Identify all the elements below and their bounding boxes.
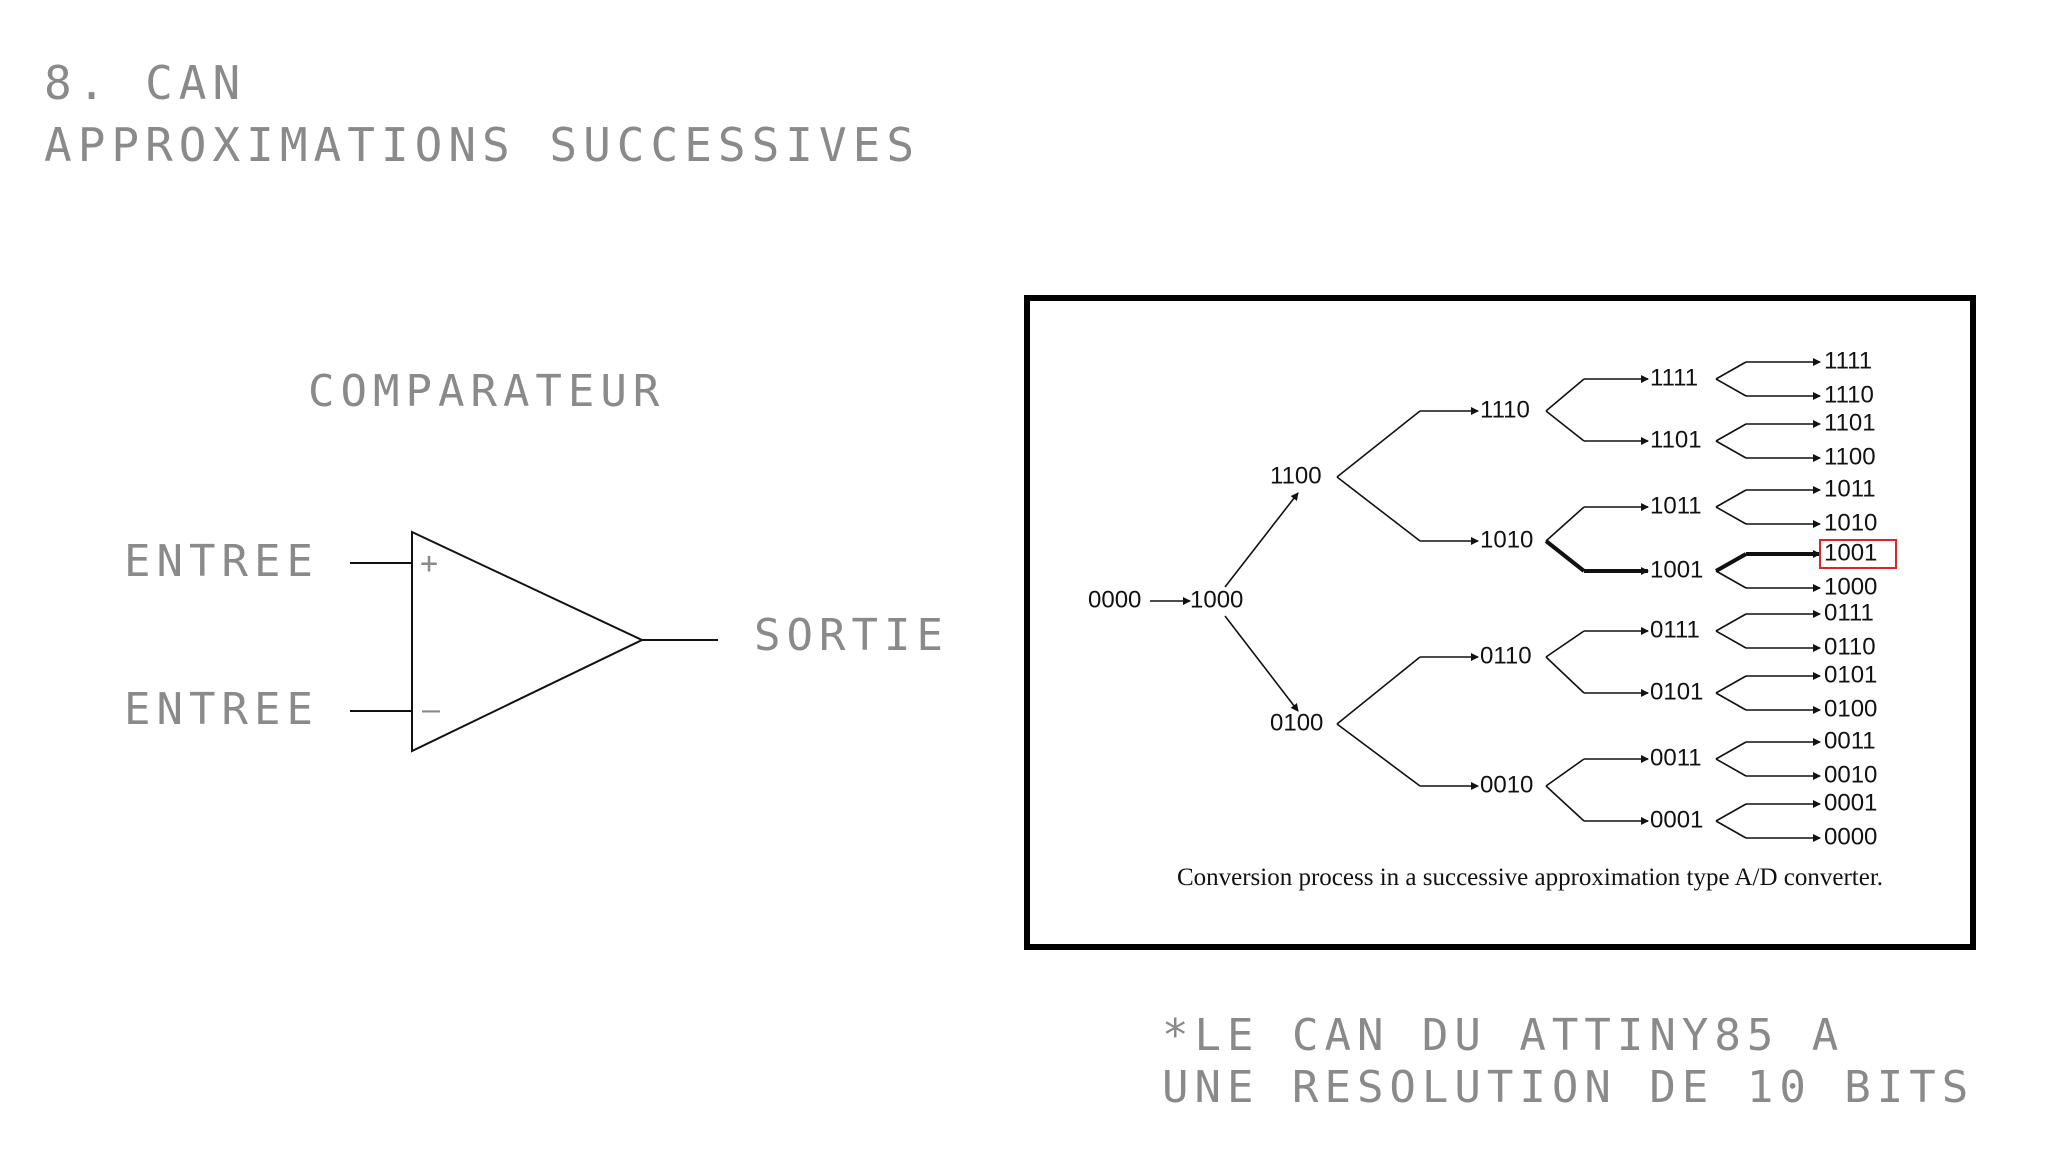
edge-l3-to-l4	[1545, 656, 1585, 694]
input-minus-label: ENTREE	[124, 684, 319, 735]
node-l4: 1011	[1650, 492, 1702, 519]
edge-l4-to-l5	[1715, 803, 1747, 822]
edge-l3-to-l4	[1545, 785, 1585, 822]
edge-l4-to-l5	[1715, 613, 1747, 632]
edge-l4-to-l5	[1715, 820, 1747, 839]
node-l2: 1100	[1270, 462, 1322, 489]
edge-l4-to-l5	[1715, 361, 1747, 380]
comparator-opamp-symbol: + –	[350, 530, 718, 753]
footnote-line1: *LE CAN DU ATTINY85 A	[1162, 1010, 1845, 1061]
edge-l4-to-l5	[1715, 440, 1747, 459]
opamp-triangle	[411, 530, 645, 753]
node-l3: 1110	[1480, 396, 1530, 423]
node-result: 1000	[1824, 573, 1877, 600]
plus-sign: +	[420, 546, 438, 581]
edge-l3-to-l4	[1545, 378, 1585, 412]
sar-conversion-figure: 0000 1000 1100 0100 1110 1010 0110 0010 1111 1101…	[1024, 295, 1976, 950]
edge-l4-to-l5	[1715, 552, 1747, 573]
node-result: 1101	[1824, 409, 1876, 436]
input-plus-label: ENTREE	[124, 536, 319, 587]
edge-l2-to-l3	[1336, 723, 1421, 787]
node-result: 0110	[1824, 633, 1876, 660]
sar-tree-diagram: 0000 1000 1100 0100 1110 1010 0110 0010 1111 1101…	[1088, 347, 1897, 850]
output-label: SORTIE	[754, 610, 949, 661]
comparator-label: COMPARATEUR	[308, 366, 666, 417]
node-l4: 1001	[1650, 556, 1703, 583]
slide-title: 8. CAN APPROXIMATIONS SUCCESSIVES	[44, 52, 920, 176]
node-result: 0001	[1824, 789, 1877, 816]
edge-l3-to-l4	[1545, 758, 1585, 787]
node-l1: 1000	[1190, 586, 1243, 613]
node-result: 1010	[1824, 509, 1877, 536]
minus-sign: –	[422, 693, 441, 728]
node-result: 0000	[1824, 823, 1877, 850]
node-result: 1100	[1824, 443, 1876, 470]
edge-l4-to-l5	[1715, 489, 1747, 508]
edge-l3-to-l4	[1545, 410, 1585, 442]
footnote-line2: UNE RESOLUTION DE 10 BITS	[1162, 1062, 1975, 1113]
highlighted-result-box	[1819, 539, 1897, 569]
edge-l4-to-l5	[1715, 692, 1747, 711]
edge-l4-to-l5	[1715, 675, 1747, 694]
node-start: 0000	[1088, 586, 1141, 613]
edge-l4-to-l5	[1715, 506, 1747, 525]
edge-l2-to-l3	[1336, 656, 1421, 725]
node-l3: 0110	[1480, 642, 1532, 669]
node-l3: 0010	[1480, 771, 1533, 798]
node-result: 1001	[1824, 539, 1877, 566]
node-result: 1011	[1824, 475, 1876, 502]
edge-l4-to-l5	[1715, 570, 1747, 589]
figure-caption: Conversion process in a successive appro…	[1176, 864, 1884, 891]
node-l4: 0101	[1650, 678, 1703, 705]
node-result: 0101	[1824, 661, 1877, 688]
node-l4: 0001	[1650, 806, 1703, 833]
edge-l1-to-l2	[1224, 615, 1299, 712]
edge-l3-to-l4	[1544, 539, 1586, 573]
slide-title-line1: 8. CAN	[44, 56, 247, 110]
node-result: 1111	[1824, 347, 1872, 374]
edge-l3-to-l4	[1545, 506, 1585, 542]
edge-l4-to-l5	[1715, 630, 1747, 649]
edge-l1-to-l2	[1224, 492, 1299, 588]
node-result: 1110	[1824, 381, 1874, 408]
slide-title-line2: APPROXIMATIONS SUCCESSIVES	[44, 118, 921, 172]
node-result: 0111	[1824, 599, 1874, 626]
node-result: 0010	[1824, 761, 1877, 788]
node-l3: 1010	[1480, 526, 1533, 553]
edge-l4-to-l5	[1715, 741, 1747, 760]
edge-l4-to-l5	[1715, 378, 1747, 397]
node-l4: 0011	[1650, 744, 1702, 771]
edge-l4-to-l5	[1715, 423, 1747, 442]
node-l4: 1101	[1650, 426, 1702, 453]
edge-l2-to-l3	[1336, 410, 1421, 478]
node-result: 0100	[1824, 695, 1877, 722]
edge-l2-to-l3	[1336, 476, 1421, 542]
node-result: 0011	[1824, 727, 1876, 754]
node-l2: 0100	[1270, 709, 1323, 736]
edge-l3-to-l4	[1545, 630, 1585, 658]
node-l4: 1111	[1650, 364, 1698, 391]
node-l4: 0111	[1650, 616, 1700, 643]
footnote: *LE CAN DU ATTINY85 A UNE RESOLUTION DE …	[1162, 1010, 1974, 1114]
edge-l4-to-l5	[1715, 758, 1747, 777]
